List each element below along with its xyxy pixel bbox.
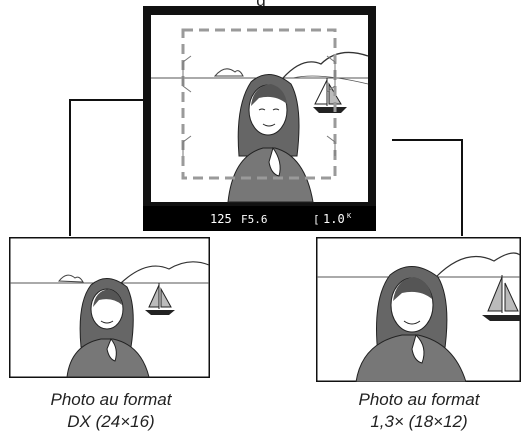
- caption-dx: Photo au format DX (24×16): [18, 389, 204, 433]
- photo-1-3x: [316, 237, 521, 382]
- leader-line-left: [70, 100, 150, 236]
- caption-1-3x-line2: 1,3× (18×12): [322, 411, 516, 433]
- bracket-open: [: [313, 213, 320, 226]
- exposure-count-readout: 1.0: [323, 212, 345, 226]
- aperture-readout: F5.6: [241, 213, 268, 226]
- caption-dx-line2: DX (24×16): [18, 411, 204, 433]
- viewfinder: 125 F5.6 [ 1.0 K: [143, 6, 376, 231]
- shutter-speed-readout: 125: [210, 212, 232, 226]
- caption-1-3x: Photo au format 1,3× (18×12): [322, 389, 516, 433]
- caption-1-3x-line1: Photo au format: [322, 389, 516, 411]
- photo-dx: [9, 237, 210, 378]
- k-marker: K: [347, 212, 352, 220]
- leader-line-right: [392, 140, 462, 236]
- caption-dx-line1: Photo au format: [18, 389, 204, 411]
